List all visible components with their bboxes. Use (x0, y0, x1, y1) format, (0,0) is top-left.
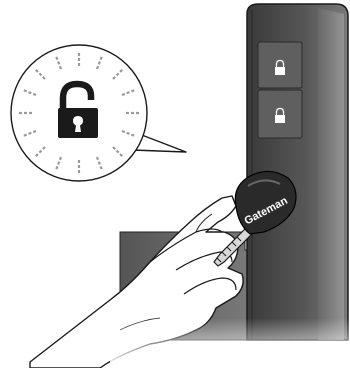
unlock-callout-bubble (11, 45, 186, 181)
lock-button-bottom[interactable] (258, 90, 302, 138)
lock-button-top[interactable] (258, 42, 302, 88)
